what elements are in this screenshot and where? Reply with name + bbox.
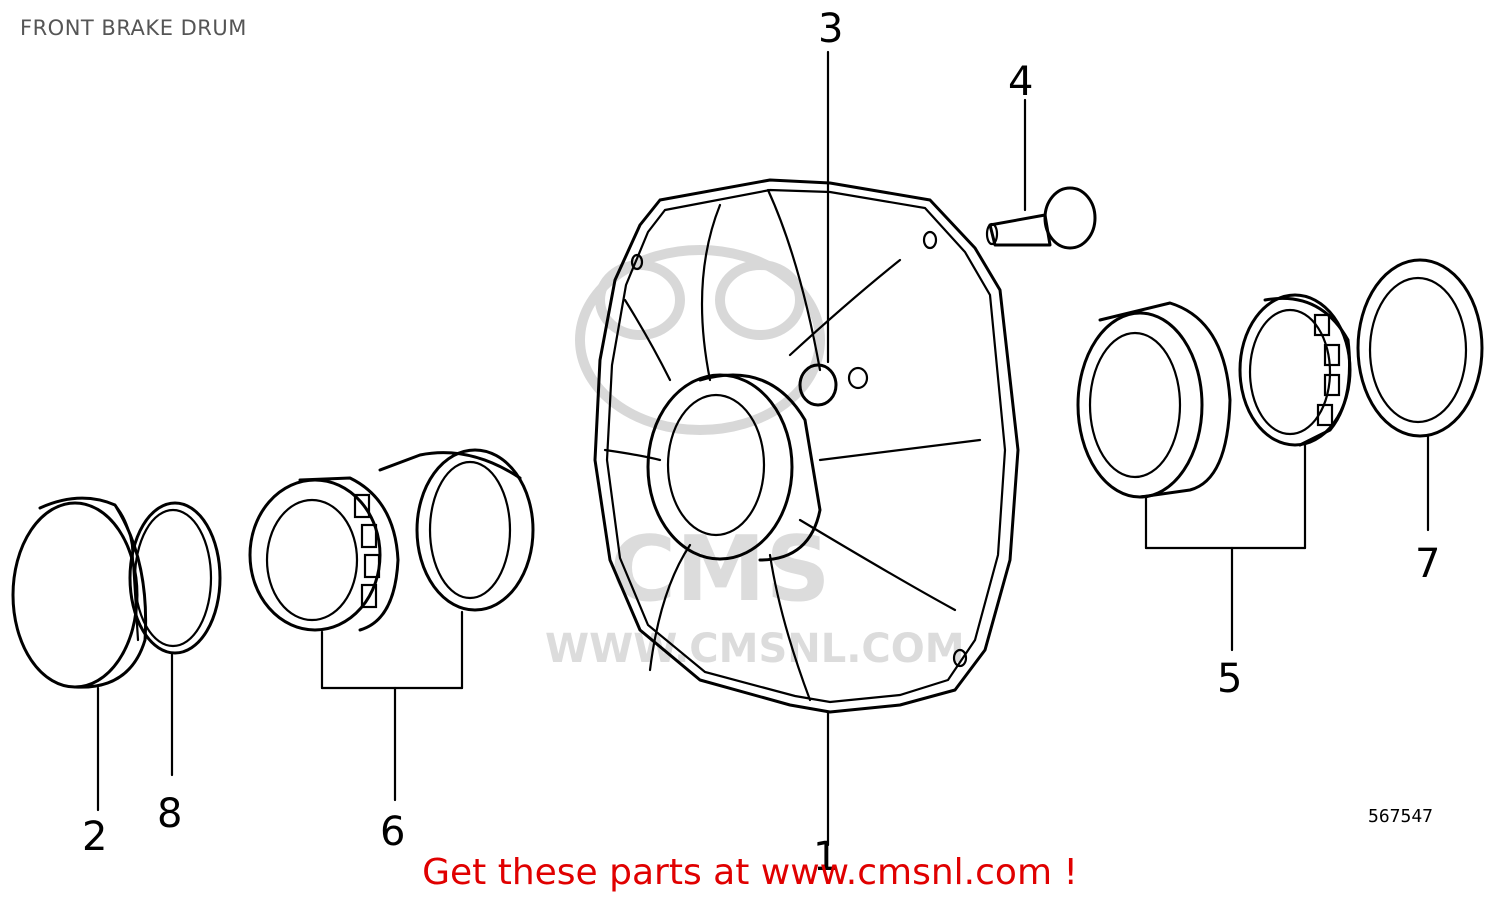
leader-lines	[96, 50, 1430, 847]
part-oil-seal	[1356, 258, 1484, 438]
watermark-url: WWW.CMSNL.COM	[545, 626, 965, 672]
callout-1: 1	[813, 834, 838, 880]
callout-5: 5	[1217, 656, 1242, 702]
watermark: CMS WWW.CMSNL.COM	[545, 245, 965, 672]
callout-4: 4	[1008, 59, 1033, 105]
watermark-letters: CMS	[610, 517, 830, 622]
callout-3: 3	[818, 6, 843, 52]
part-o-ring	[128, 501, 222, 655]
part-bearing-right	[1076, 293, 1352, 499]
callout-6: 6	[380, 809, 405, 855]
diagram-title: FRONT BRAKE DRUM	[20, 16, 247, 40]
part-brake-drum	[593, 178, 1020, 714]
part-dust-cap	[11, 496, 148, 689]
callout-8: 8	[157, 791, 182, 837]
callout-2: 2	[82, 814, 107, 860]
footer-link[interactable]: Get these parts at www.cmsnl.com !	[422, 852, 1078, 893]
part-bolt	[985, 186, 1097, 250]
diagram-code: 567547	[1368, 806, 1433, 827]
part-bearing-left	[248, 448, 535, 632]
callout-7: 7	[1415, 541, 1440, 587]
